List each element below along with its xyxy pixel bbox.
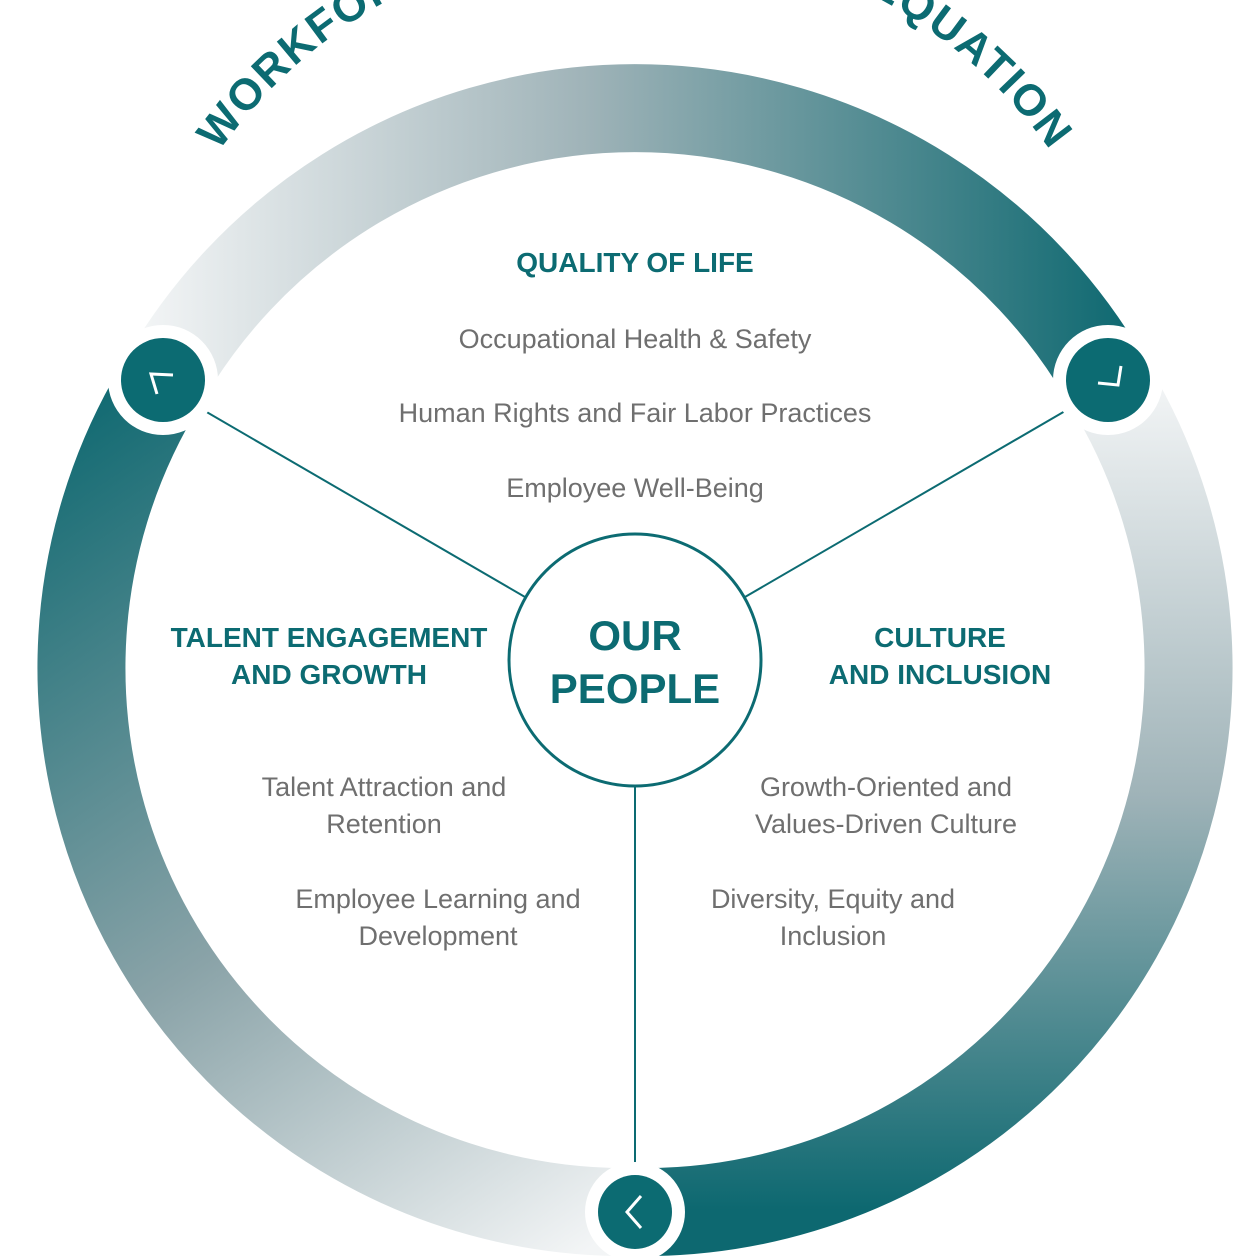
item-talent-attraction-line1: Talent Attraction and: [262, 772, 507, 802]
heading-quality-of-life: QUALITY OF LIFE: [516, 247, 753, 278]
center-circle: [507, 532, 763, 788]
center-title-line2: PEOPLE: [550, 665, 720, 712]
item-talent-attraction-line2: Retention: [326, 809, 442, 839]
item-human-rights: Human Rights and Fair Labor Practices: [399, 398, 872, 428]
heading-culture-line1: CULTURE: [874, 622, 1006, 653]
node-bottom: [585, 1162, 685, 1256]
item-occupational-health: Occupational Health & Safety: [459, 324, 812, 354]
node-top-left: [108, 325, 218, 435]
spoke-top-right: [744, 406, 1073, 598]
item-diversity-line2: Inclusion: [780, 921, 887, 951]
corner-arrow-icon: [1097, 365, 1123, 387]
item-growth-culture-line1: Growth-Oriented and: [760, 772, 1012, 802]
corner-arrow-icon: [148, 372, 174, 395]
item-growth-culture-line2: Values-Driven Culture: [755, 809, 1017, 839]
item-employee-learning-line1: Employee Learning and: [295, 884, 580, 914]
spoke-top-left: [197, 406, 526, 598]
heading-culture-line2: AND INCLUSION: [829, 659, 1051, 690]
ring-segment-left: [37, 356, 636, 1256]
item-employee-learning-line2: Development: [358, 921, 518, 951]
node-top-right: [1053, 325, 1163, 435]
heading-talent-line2: AND GROWTH: [231, 659, 427, 690]
item-diversity-line1: Diversity, Equity and: [711, 884, 955, 914]
item-employee-wellbeing: Employee Well-Being: [506, 473, 764, 503]
ring-segment-top: [125, 64, 1145, 403]
ring-segment-right: [634, 356, 1233, 1256]
heading-talent-line1: TALENT ENGAGEMENT: [171, 622, 488, 653]
center-title-line1: OUR: [588, 612, 681, 659]
chevron-left-icon: [625, 1195, 643, 1229]
